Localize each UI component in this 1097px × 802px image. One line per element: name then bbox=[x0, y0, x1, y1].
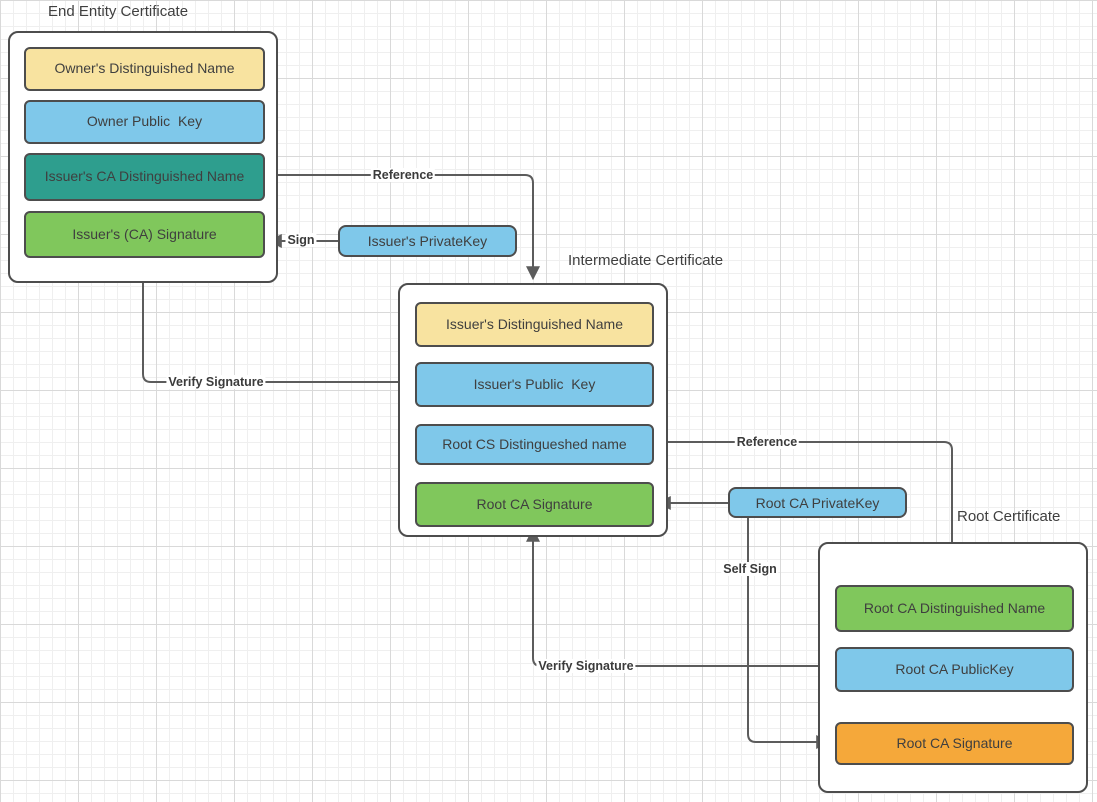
root-ca-distinguished-name-field[interactable]: Root CA Distinguished Name bbox=[835, 585, 1074, 632]
intermediate-certificate-title: Intermediate Certificate bbox=[568, 252, 724, 269]
issuer-distinguished-name-field[interactable]: Issuer's Distinguished Name bbox=[415, 302, 654, 347]
root-certificate-box[interactable]: Root CA Distinguished Name Root CA Publi… bbox=[818, 542, 1088, 793]
issuer-public-key-field[interactable]: Issuer's Public Key bbox=[415, 362, 654, 407]
verify-signature-2-label: Verify Signature bbox=[536, 659, 636, 673]
root-ca-signature-root-field[interactable]: Root CA Signature bbox=[835, 722, 1074, 765]
root-cs-distinguished-name-field[interactable]: Root CS Distingueshed name bbox=[415, 424, 654, 465]
end-entity-certificate-box[interactable]: Owner's Distinguished Name Owner Public … bbox=[8, 31, 278, 283]
self-sign-connector bbox=[747, 518, 831, 749]
root-ca-public-key-field[interactable]: Root CA PublicKey bbox=[835, 647, 1074, 692]
root-certificate-title: Root Certificate bbox=[957, 508, 1061, 525]
reference-1-label: Reference bbox=[370, 168, 436, 182]
issuer-ca-distinguished-name-field[interactable]: Issuer's CA Distinguished Name bbox=[24, 153, 265, 201]
root-ca-signature-intermediate-field[interactable]: Root CA Signature bbox=[415, 482, 654, 527]
intermediate-certificate-box[interactable]: Issuer's Distinguished Name Issuer's Pub… bbox=[398, 283, 668, 537]
issuer-ca-signature-field[interactable]: Issuer's (CA) Signature bbox=[24, 211, 265, 258]
owner-distinguished-name-field[interactable]: Owner's Distinguished Name bbox=[24, 47, 265, 91]
self-sign-label: Self Sign bbox=[721, 562, 779, 576]
sign-label: Sign bbox=[285, 233, 317, 247]
issuer-private-key-box[interactable]: Issuer's PrivateKey bbox=[338, 225, 517, 257]
reference-2-label: Reference bbox=[734, 435, 800, 449]
verify-signature-1-connector bbox=[136, 261, 413, 383]
root-ca-private-key-box[interactable]: Root CA PrivateKey bbox=[728, 487, 907, 518]
end-entity-certificate-title: End Entity Certificate bbox=[48, 3, 189, 20]
owner-public-key-field[interactable]: Owner Public Key bbox=[24, 100, 265, 144]
verify-signature-1-label: Verify Signature bbox=[166, 375, 266, 389]
verify-signature-2-connector bbox=[526, 527, 833, 667]
